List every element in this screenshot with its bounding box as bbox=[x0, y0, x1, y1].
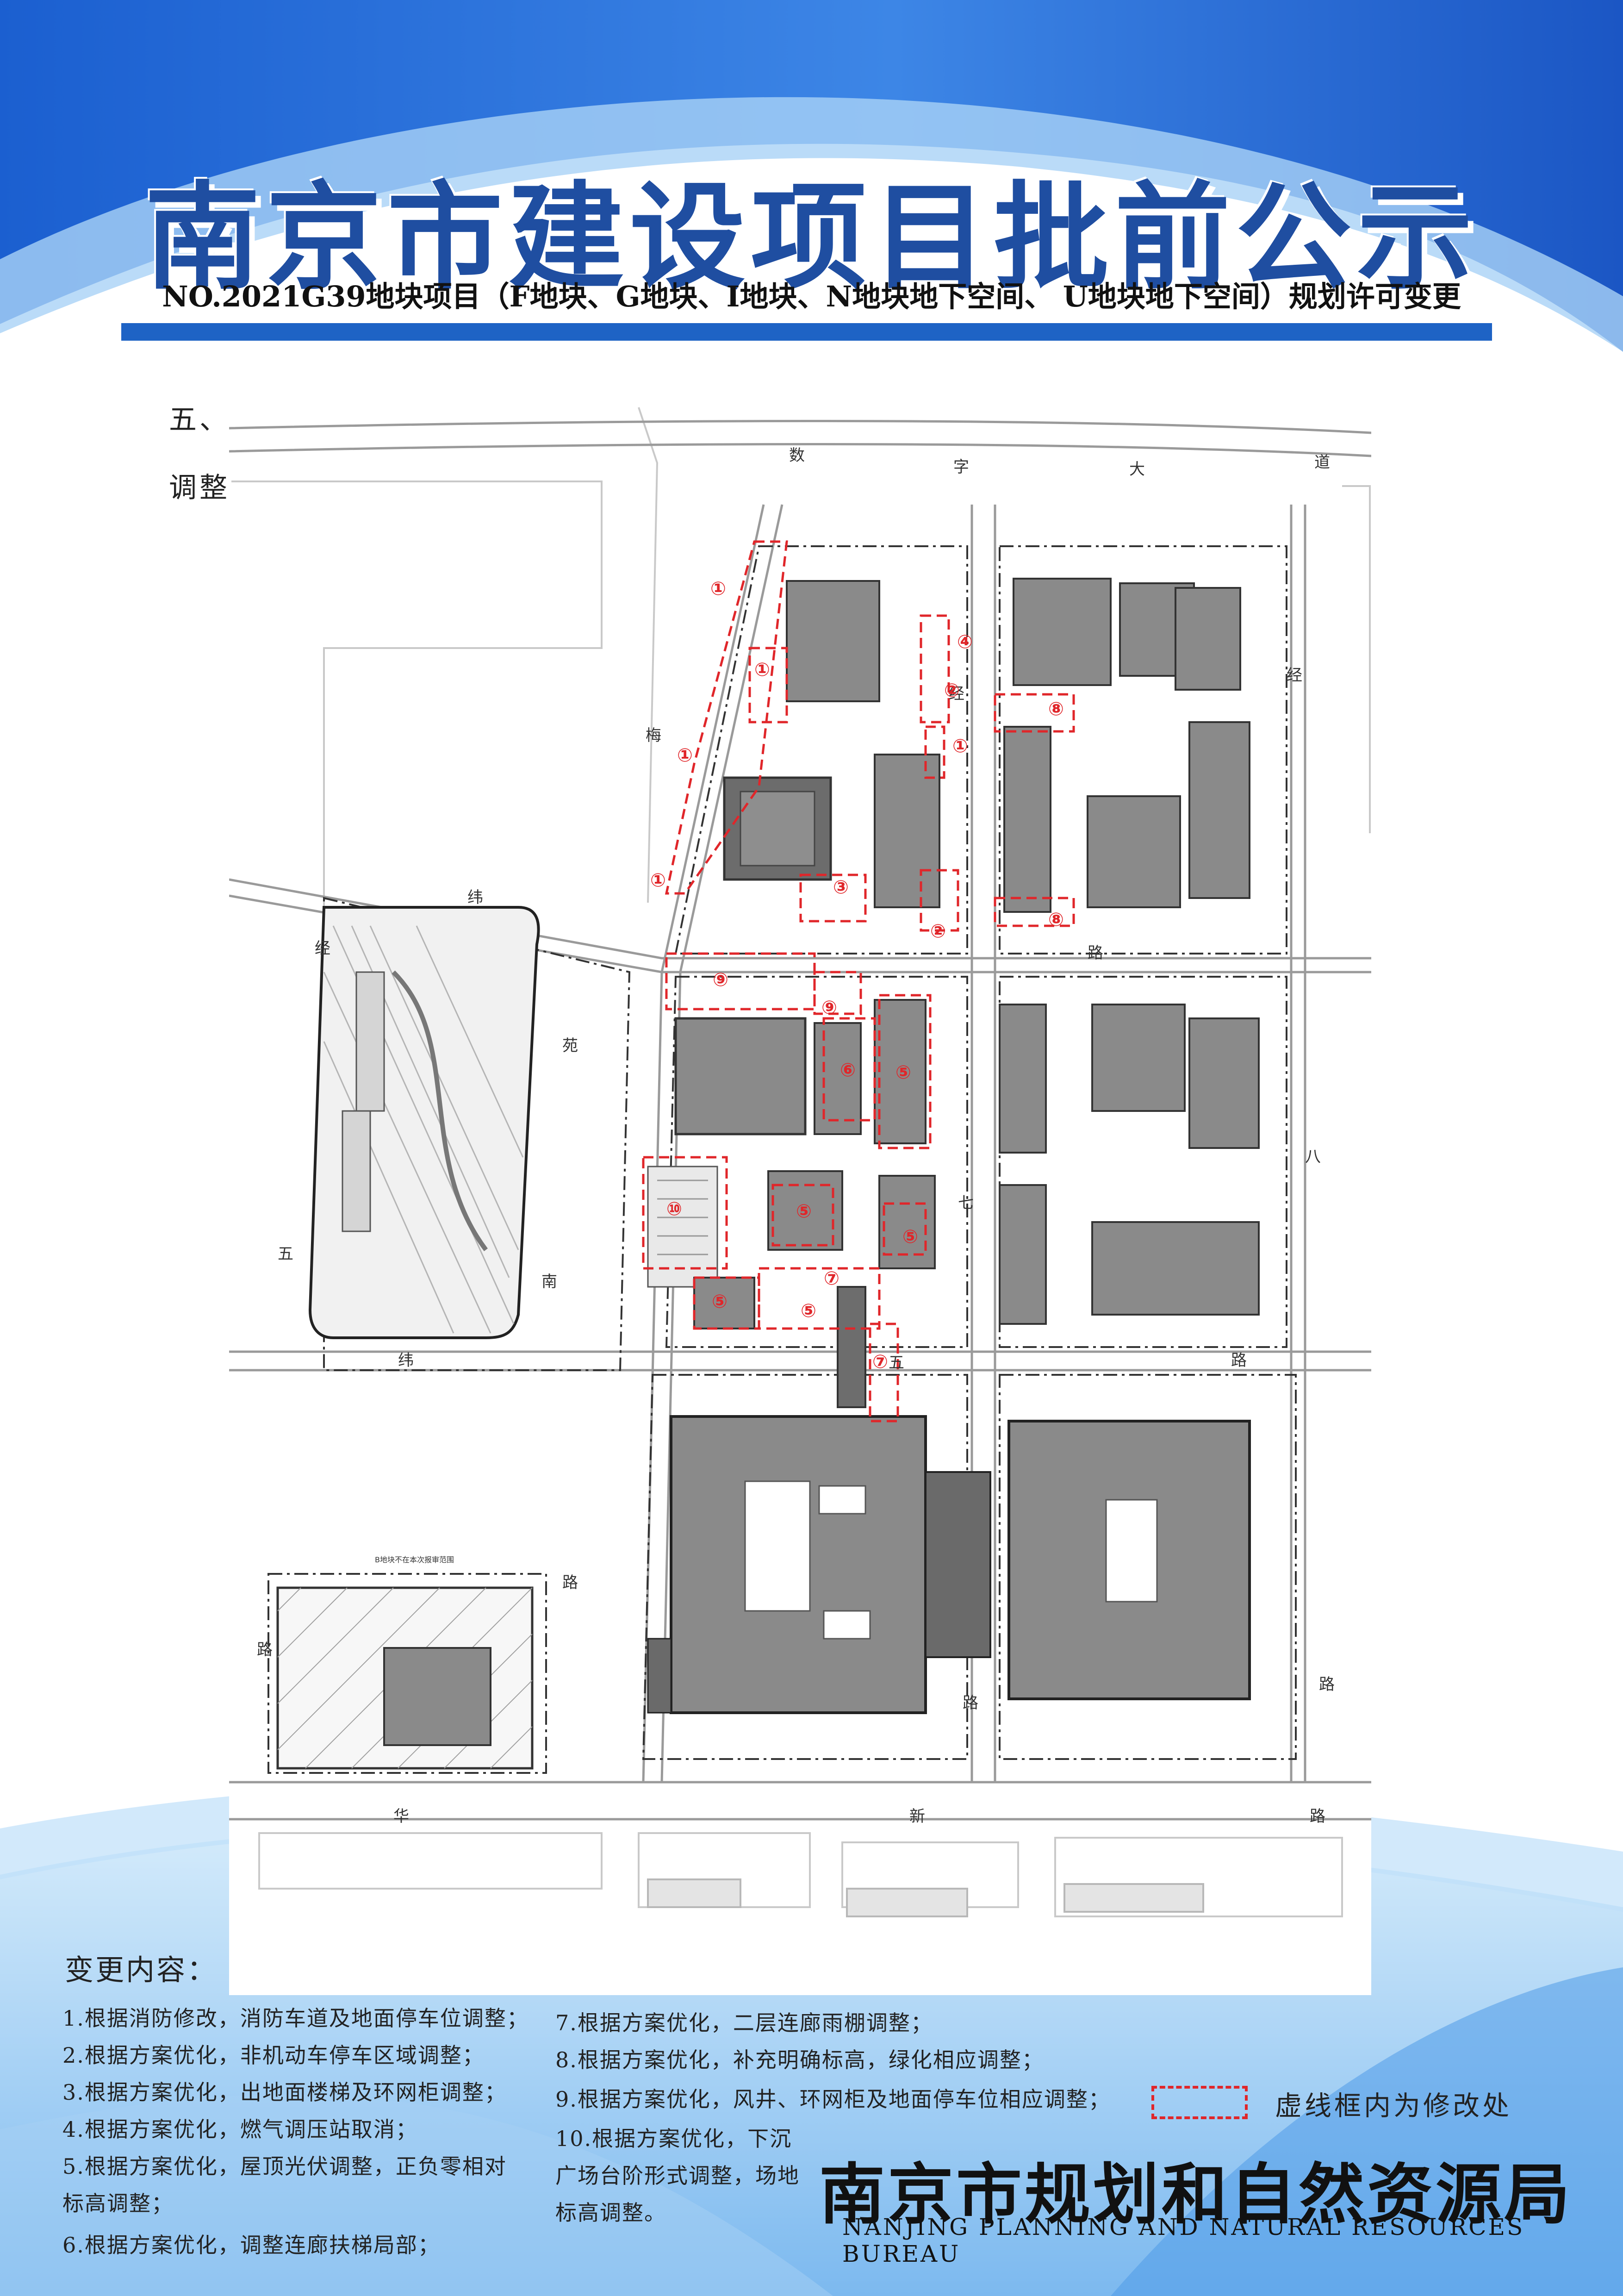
change-marker: ⑤ bbox=[801, 1300, 816, 1322]
page-title: 南京市建设项目批前公示 bbox=[144, 169, 1479, 305]
change-marker: ① bbox=[952, 736, 968, 757]
road-char-lu-far-left: 路 bbox=[257, 1641, 273, 1659]
road-char-nan: 南 bbox=[541, 1273, 557, 1291]
road-char-shuzi-3: 大 bbox=[1129, 460, 1145, 479]
road-char-wei-bottom: 纬 bbox=[398, 1351, 414, 1370]
road-char-wu: 五 bbox=[278, 1245, 293, 1263]
road-char-shuzi-1: 数 bbox=[789, 446, 805, 465]
change-marker: ⑧ bbox=[1048, 699, 1064, 720]
road-char-lu-right: 路 bbox=[1231, 1351, 1247, 1370]
change-marker: ⑤ bbox=[712, 1291, 728, 1312]
road-char-qi: 七 bbox=[958, 1194, 974, 1212]
change-marker: ⑦ bbox=[824, 1268, 839, 1289]
change-marker: ① bbox=[677, 745, 693, 766]
change-item-6: 6.根据方案优化，调整连廊扶梯局部； bbox=[62, 2233, 440, 2258]
change-marker: ① bbox=[710, 578, 726, 599]
road-char-shuzi-4: 道 bbox=[1314, 453, 1330, 472]
road-char-wei-top: 纬 bbox=[467, 888, 483, 907]
change-marker: ② bbox=[930, 921, 946, 942]
road-char-lu-mid: 路 bbox=[1088, 944, 1103, 962]
change-marker: ① bbox=[650, 870, 666, 891]
change-marker: ⑤ bbox=[796, 1201, 812, 1222]
road-char-wu-small: 五 bbox=[889, 1354, 904, 1372]
change-item-1: 1.根据消防修改，消防车道及地面停车位调整； bbox=[62, 2006, 529, 2031]
road-char-yuan: 苑 bbox=[562, 1036, 578, 1055]
legend-text: 虚线框内为修改处 bbox=[1275, 2090, 1512, 2121]
road-char-lu-left: 路 bbox=[562, 1573, 578, 1592]
change-item-4: 4.根据方案优化，燃气调压站取消； bbox=[62, 2117, 418, 2142]
road-char-lu-bottom-right: 路 bbox=[1319, 1675, 1335, 1694]
change-marker: ⑥ bbox=[840, 1060, 856, 1081]
site-plan-drawing: 数 字 大 道 梅 经 路 纬 经 苑 经 八 五 南 纬 七 五 路 路 路 … bbox=[229, 396, 1371, 1995]
road-char-hua: 华 bbox=[393, 1807, 409, 1826]
change-marker: ⑩ bbox=[666, 1198, 682, 1220]
change-marker: ⑨ bbox=[821, 997, 837, 1018]
change-marker: ① bbox=[754, 659, 770, 680]
change-item-2: 2.根据方案优化，非机动车停车区域调整； bbox=[62, 2043, 485, 2068]
change-marker: ⑨ bbox=[713, 969, 728, 991]
change-item-5-cont: 标高调整； bbox=[62, 2191, 174, 2216]
change-marker: ③ bbox=[833, 877, 849, 898]
legend-dashed-box bbox=[1151, 2086, 1248, 2119]
bureau-name-english: NANJING PLANNING AND NATURAL RESOURCES B… bbox=[842, 2214, 1525, 2267]
change-marker: ⑧ bbox=[1048, 909, 1064, 930]
lot-b-note: B地块不在本次报审范围 bbox=[375, 1555, 454, 1564]
change-marker: ⑤ bbox=[895, 1062, 911, 1083]
change-item-8: 8.根据方案优化，补充明确标高，绿化相应调整； bbox=[555, 2047, 1044, 2072]
change-item-7: 7.根据方案优化，二层连廊雨棚调整； bbox=[555, 2010, 933, 2035]
change-item-10-cont-1: 广场台阶形式调整，场地 bbox=[555, 2163, 800, 2188]
title-divider-bar bbox=[121, 323, 1492, 341]
road-char-lu-vertical: 路 bbox=[963, 1694, 978, 1712]
change-item-10: 10.根据方案优化，下沉 bbox=[555, 2126, 792, 2151]
road-char-jing-left: 经 bbox=[315, 939, 330, 958]
change-item-10-cont-2: 标高调整。 bbox=[555, 2200, 666, 2225]
road-char-jing-right: 经 bbox=[1287, 666, 1302, 685]
road-char-xin: 新 bbox=[909, 1807, 925, 1826]
change-item-9: 9.根据方案优化，风井、环网柜及地面停车位相应调整； bbox=[555, 2087, 1111, 2112]
change-marker: ④ bbox=[957, 631, 973, 653]
road-char-lu-huaxin: 路 bbox=[1310, 1807, 1325, 1826]
road-char-jing-top: 经 bbox=[949, 685, 964, 703]
change-marker: ⑦ bbox=[872, 1351, 888, 1373]
road-char-ba: 八 bbox=[1305, 1148, 1321, 1166]
change-marker: ⑤ bbox=[902, 1226, 918, 1248]
bureau-name: 南京市规划和自然资源局 bbox=[819, 2156, 1573, 2233]
page-subtitle: NO.2021G39地块项目（F地块、G地块、I地块、N地块地下空间、 U地块地… bbox=[162, 280, 1461, 313]
change-item-5: 5.根据方案优化，屋顶光伏调整，正负零相对 bbox=[62, 2154, 507, 2179]
road-char-mei: 梅 bbox=[646, 726, 661, 745]
changes-title: 变更内容： bbox=[65, 1953, 218, 1987]
change-item-3: 3.根据方案优化，出地面楼梯及环网柜调整； bbox=[62, 2080, 507, 2105]
change-marker: ② bbox=[944, 680, 960, 701]
road-char-shuzi-2: 字 bbox=[953, 458, 969, 476]
